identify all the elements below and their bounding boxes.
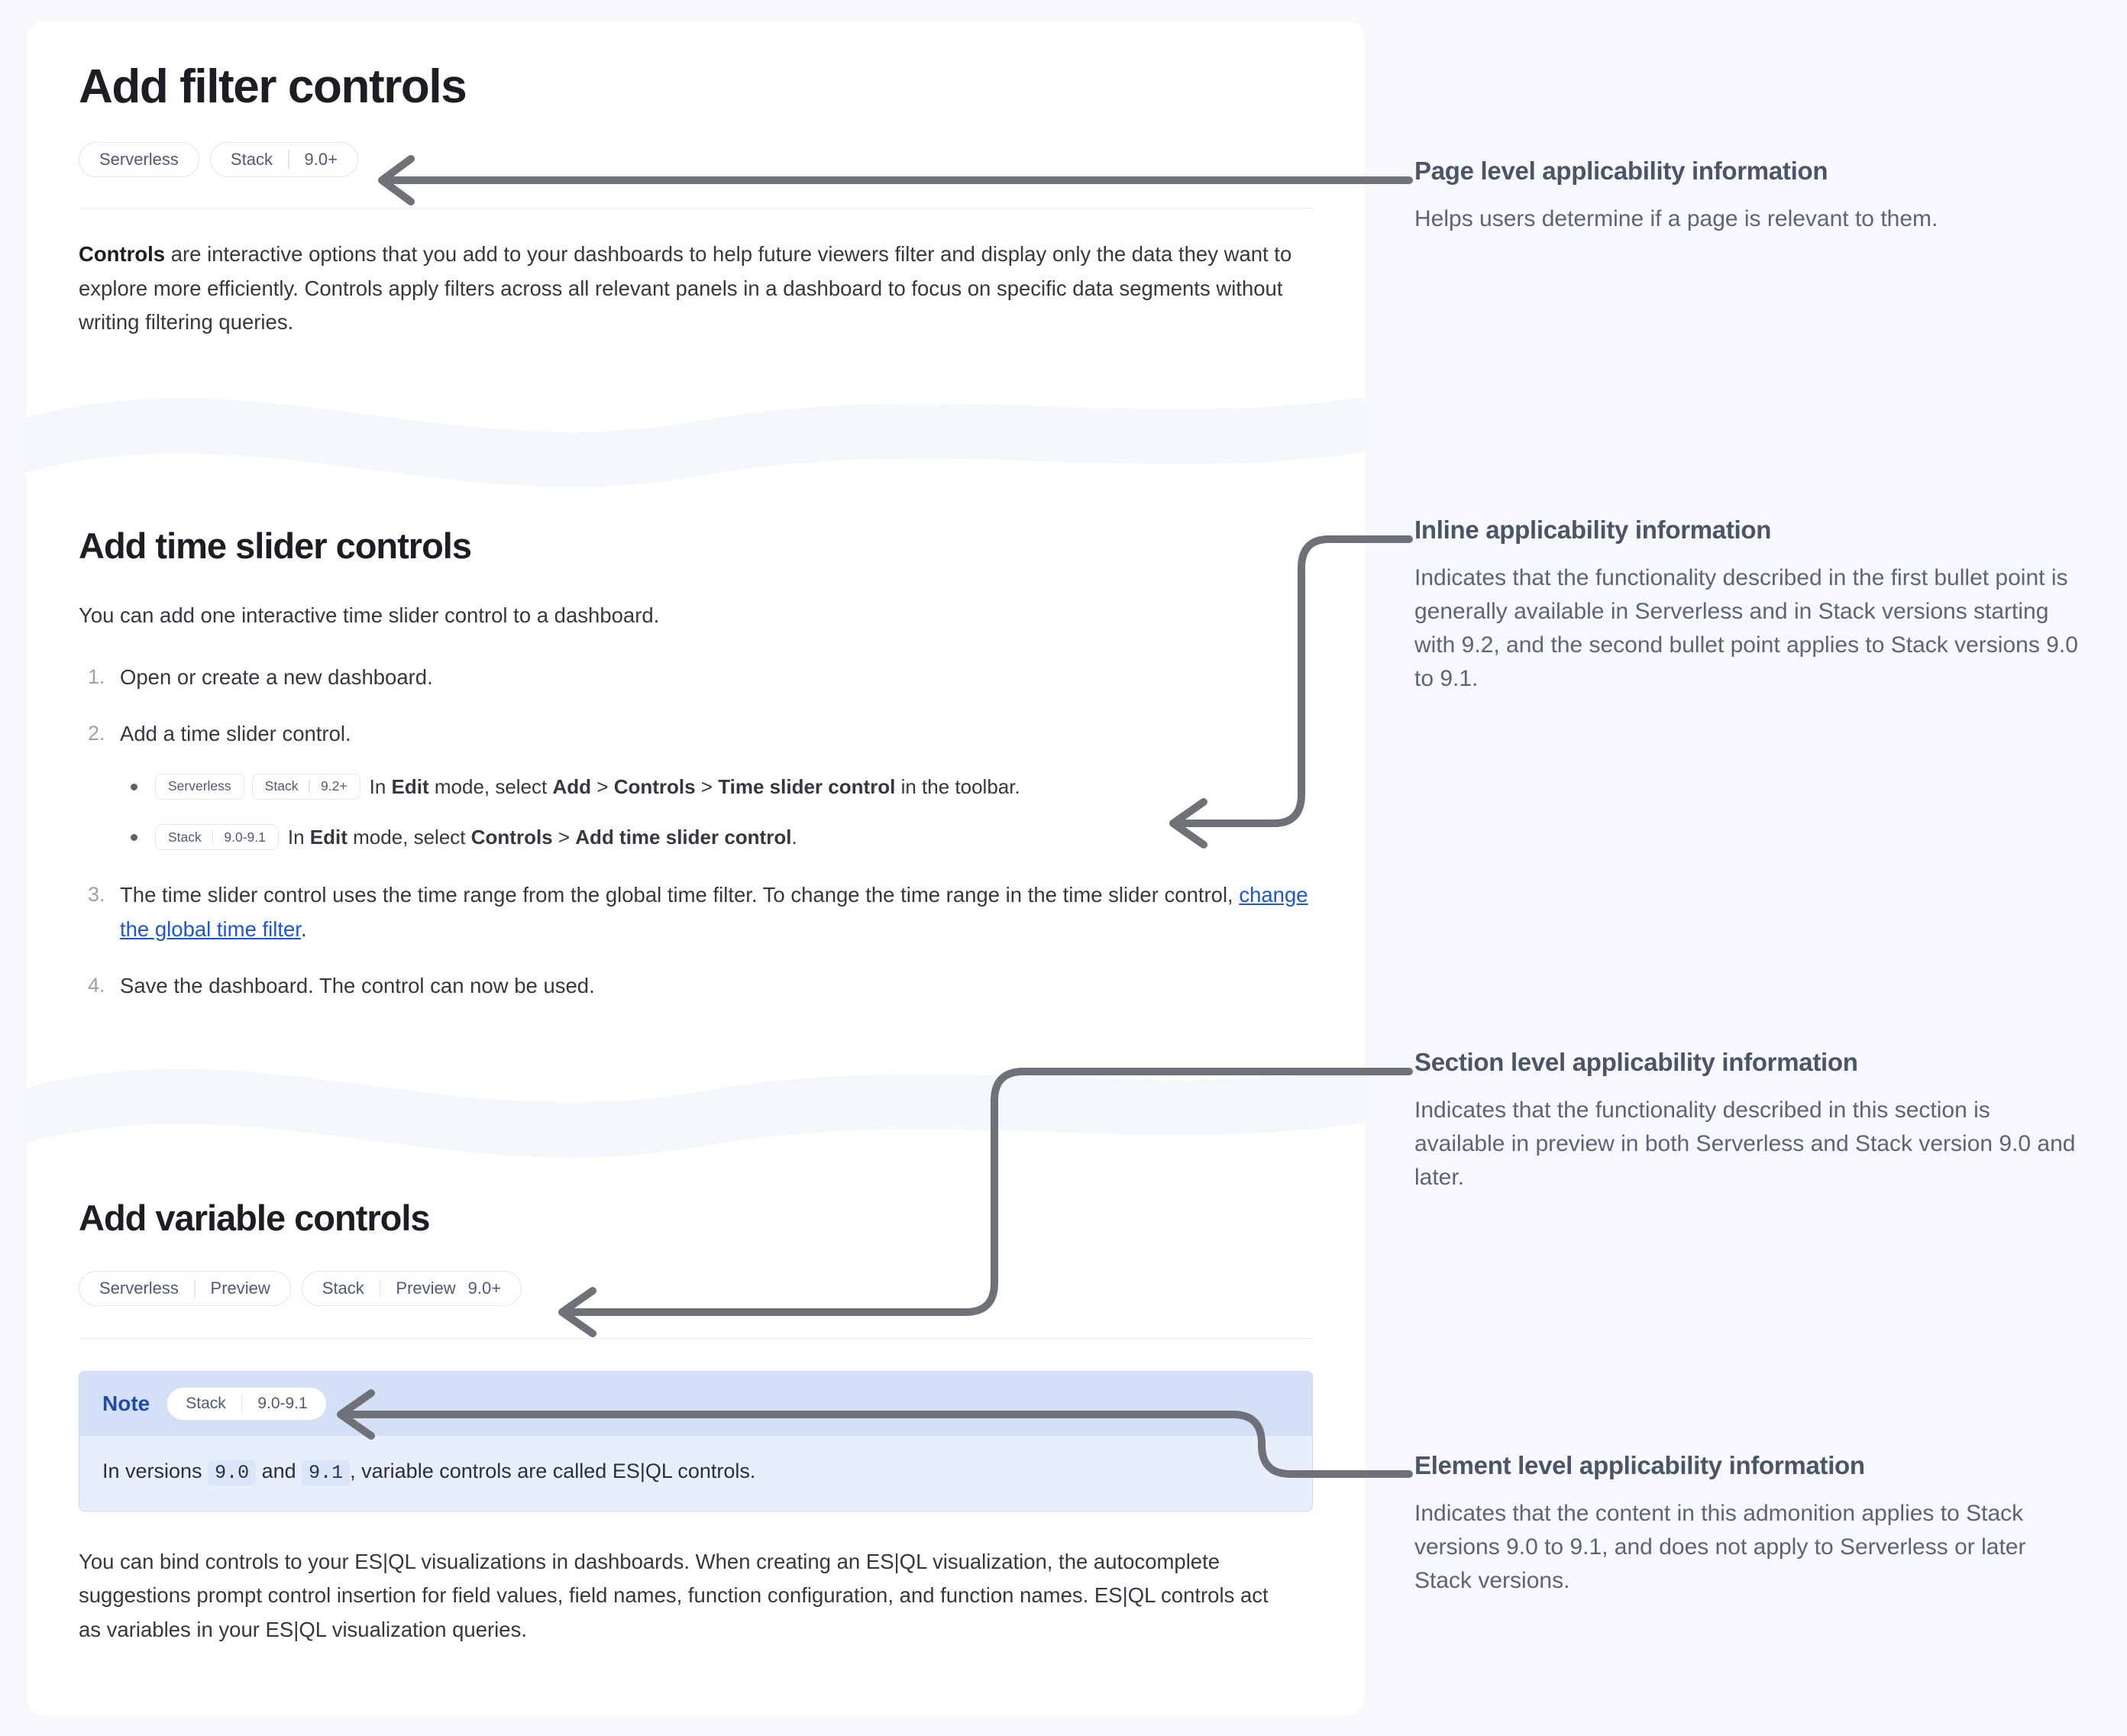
step-text: Open or create a new dashboard.: [120, 664, 433, 689]
step-item: 2. Add a time slider control. Serverless…: [79, 717, 1313, 852]
step-number: 2.: [88, 722, 105, 745]
badge-divider: [379, 1279, 381, 1298]
annotation-body: Indicates that the functionality describ…: [1414, 565, 2078, 692]
step-item: 3. The time slider control uses the time…: [79, 878, 1313, 946]
variable-controls-section: Add variable controls Serverless Preview…: [27, 1198, 1365, 1647]
variable-controls-paragraph: You can bind controls to your ES|QL visu…: [79, 1549, 1269, 1641]
version-code-91: 9.1: [302, 1460, 351, 1486]
badge-product: Stack: [322, 1279, 364, 1298]
badge-product: Serverless: [99, 150, 179, 170]
annotation-body: Helps users determine if a page is relev…: [1414, 206, 1938, 231]
annotation-title: Inline applicability information: [1414, 516, 1772, 544]
annotation-page-level: Page level applicability information Hel…: [1414, 157, 2087, 236]
note-text-mid: and: [256, 1460, 302, 1483]
badge-product: Serverless: [168, 778, 231, 794]
note-text-post: , variable controls are called ES|QL con…: [350, 1460, 756, 1483]
badge-serverless[interactable]: Serverless: [79, 142, 199, 178]
bullet-dot: [131, 783, 137, 790]
section-title-variable-controls: Add variable controls: [79, 1198, 431, 1238]
step-number: 1.: [88, 664, 105, 688]
badge-lifecycle: Preview: [396, 1279, 456, 1298]
step-number: 4.: [88, 974, 105, 997]
bullet-dot: [131, 833, 137, 841]
note-header: Note Stack 9.0-9.1: [79, 1372, 1312, 1437]
note-label: Note: [102, 1392, 150, 1416]
intro-lead-term: Controls: [79, 242, 166, 267]
badge-version: 9.0-9.1: [257, 1395, 308, 1413]
badge-product: Stack: [264, 778, 299, 794]
annotation-title: Element level applicability information: [1414, 1451, 1865, 1479]
badge-serverless-preview[interactable]: Serverless Preview: [79, 1271, 291, 1307]
annotation-body: Indicates that the content in this admon…: [1414, 1501, 2026, 1594]
badge-product: Stack: [168, 829, 202, 845]
global-time-filter-link[interactable]: change the global time filter: [120, 883, 1308, 941]
page-applicability-badges: Serverless Stack 9.0+: [79, 142, 1313, 178]
time-slider-steps: 1. Open or create a new dashboard. 2. Ad…: [79, 661, 1313, 1004]
annotation-title: Page level applicability information: [1414, 157, 1828, 185]
documentation-page: Add filter controls Serverless Stack 9.0…: [27, 21, 1365, 1715]
step-text: The time slider control uses the time ra…: [120, 883, 1240, 907]
annotation-section-level: Section level applicability information …: [1414, 1048, 2087, 1195]
time-slider-intro: You can add one interactive time slider …: [79, 603, 660, 628]
badge-divider: [212, 830, 214, 845]
intro-paragraph: Controls are interactive options that yo…: [79, 238, 1301, 340]
badge-divider: [241, 1395, 243, 1414]
list-item: Serverless Stack 9.2+ In Edit mode, sele…: [120, 771, 1313, 802]
time-slider-section: Add time slider controls You can add one…: [27, 525, 1365, 1026]
badge-version: 9.0+: [467, 1279, 502, 1298]
note-admonition: Note Stack 9.0-9.1 In versions 9.0 and 9…: [79, 1371, 1313, 1511]
inline-badge-stack[interactable]: Stack 9.2+: [251, 773, 360, 800]
badge-version: 9.0-9.1: [224, 829, 266, 845]
intro-rest: are interactive options that you add to …: [79, 242, 1292, 335]
badge-divider: [287, 150, 289, 170]
step-item: 4. Save the dashboard. The control can n…: [79, 969, 1313, 1004]
list-item: Stack 9.0-9.1 In Edit mode, select Contr…: [120, 822, 1313, 852]
badge-version: 9.0+: [304, 150, 338, 170]
note-badge-stack[interactable]: Stack 9.0-9.1: [166, 1387, 327, 1421]
annotation-title: Section level applicability information: [1414, 1048, 1858, 1076]
section-title-time-slider: Add time slider controls: [79, 525, 472, 566]
badge-version: 9.2+: [321, 778, 347, 794]
step-number: 3.: [88, 883, 105, 907]
badge-product: Stack: [186, 1395, 226, 1413]
badge-product: Stack: [230, 150, 273, 170]
step-text-tail: .: [300, 916, 307, 941]
page-header-section: Add filter controls Serverless Stack 9.0…: [27, 60, 1365, 340]
page-title: Add filter controls: [79, 60, 467, 113]
time-slider-substeps: Serverless Stack 9.2+ In Edit mode, sele…: [120, 771, 1313, 853]
badge-product: Serverless: [99, 1279, 179, 1298]
badge-divider: [309, 779, 311, 794]
annotation-element-level: Element level applicability information …: [1414, 1451, 2087, 1598]
annotation-body: Indicates that the functionality describ…: [1414, 1098, 2076, 1191]
step-text: Add a time slider control.: [120, 722, 351, 746]
inline-badge-stack[interactable]: Stack 9.0-9.1: [155, 824, 279, 851]
header-divider: [79, 208, 1313, 209]
badge-divider: [193, 1279, 196, 1298]
section-divider: [79, 1338, 1313, 1340]
annotation-inline: Inline applicability information Indicat…: [1414, 516, 2087, 696]
bullet-text: In Edit mode, select Add > Controls > Ti…: [369, 774, 1020, 798]
inline-badge-serverless[interactable]: Serverless: [155, 773, 244, 800]
note-text-pre: In versions: [102, 1460, 208, 1483]
badge-lifecycle: Preview: [210, 1279, 270, 1298]
step-text: Save the dashboard. The control can now …: [120, 974, 595, 998]
section-applicability-badges: Serverless Preview Stack Preview 9.0+: [79, 1271, 1313, 1307]
wave-separator-1: [27, 397, 1365, 487]
wave-separator-2: [27, 1068, 1365, 1158]
version-code-90: 9.0: [208, 1460, 257, 1486]
badge-stack[interactable]: Stack 9.0+: [209, 142, 358, 178]
note-body: In versions 9.0 and 9.1, variable contro…: [79, 1436, 1312, 1511]
badge-stack-preview[interactable]: Stack Preview 9.0+: [301, 1271, 522, 1307]
step-item: 1. Open or create a new dashboard.: [79, 661, 1313, 695]
bullet-text: In Edit mode, select Controls > Add time…: [287, 825, 797, 849]
